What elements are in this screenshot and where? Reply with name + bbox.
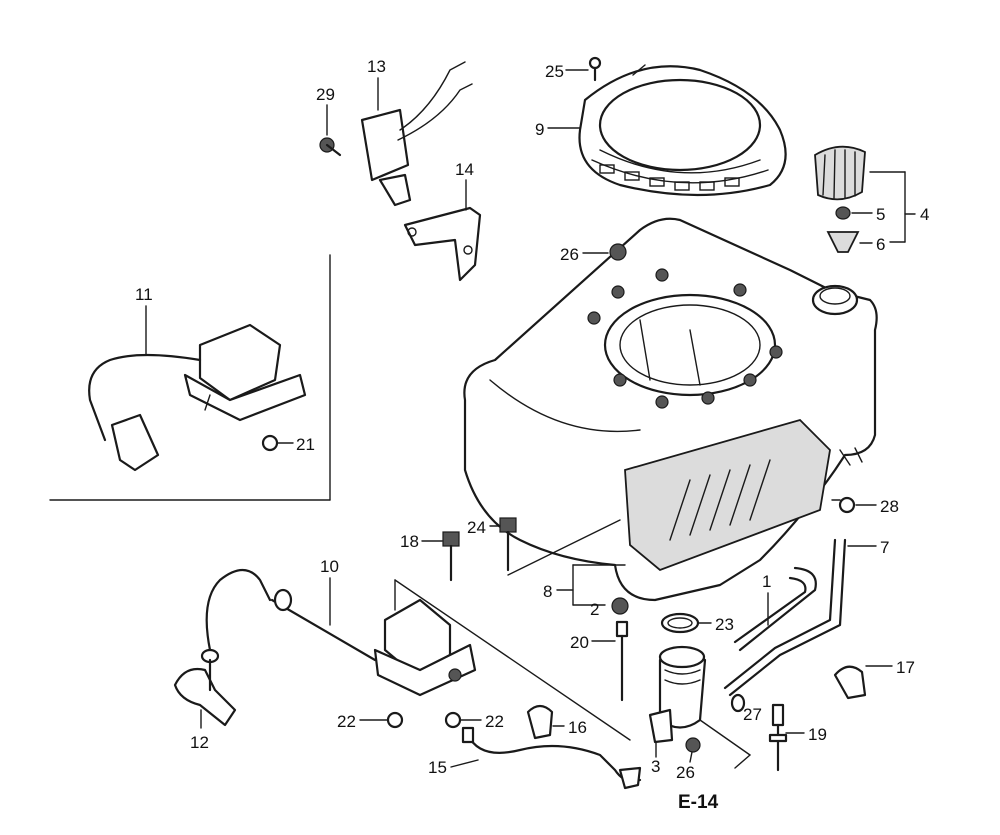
leader-lines xyxy=(394,499,841,769)
tube-1 xyxy=(733,566,817,652)
oring-23 xyxy=(660,612,700,634)
fuel-pipe-and-solenoid xyxy=(205,568,477,697)
fuel-cap-assembly xyxy=(814,145,866,253)
inset-frame xyxy=(49,254,331,501)
callout-1: 1 xyxy=(762,572,771,591)
callout-10: 10 xyxy=(320,557,339,576)
callout-28: 28 xyxy=(880,497,899,516)
callout-7: 7 xyxy=(880,538,889,557)
callout-19: 19 xyxy=(808,725,827,744)
bolt-18 xyxy=(442,531,460,582)
ignition-coil xyxy=(88,323,307,472)
callout-18: 18 xyxy=(400,532,419,551)
callout-15: 15 xyxy=(428,758,447,777)
fan-cover xyxy=(463,217,878,602)
fuel-filter xyxy=(648,645,707,744)
callout-9: 9 xyxy=(535,120,544,139)
nut-26-top xyxy=(609,243,627,261)
switch-bracket xyxy=(403,206,482,282)
callout-23: 23 xyxy=(715,615,734,634)
callout-11: 11 xyxy=(135,285,153,304)
callout-4: 4 xyxy=(920,205,929,224)
callout-22-left: 22 xyxy=(337,712,356,731)
clip-16 xyxy=(526,704,554,740)
callout-20: 20 xyxy=(570,633,589,652)
callout-26-top: 26 xyxy=(560,245,579,264)
callout-13: 13 xyxy=(367,57,386,76)
washer-21 xyxy=(261,434,279,452)
recoil-starter-cover xyxy=(578,64,787,197)
callout-8: 8 xyxy=(543,582,552,601)
bolt-24 xyxy=(499,517,517,572)
clamp-27 xyxy=(730,693,746,713)
tube-7 xyxy=(723,538,847,697)
clamp-17 xyxy=(833,665,867,700)
wire-harness xyxy=(461,726,642,790)
callout-12: 12 xyxy=(190,733,209,752)
callout-14: 14 xyxy=(455,160,474,179)
reference-label: E-14 xyxy=(678,792,719,813)
washer-22-left xyxy=(386,711,404,729)
callout-2: 2 xyxy=(590,600,599,619)
callout-21: 21 xyxy=(296,435,315,454)
callout-6: 6 xyxy=(876,235,885,254)
callout-5: 5 xyxy=(876,205,885,224)
screw-25 xyxy=(588,56,602,82)
callout-16: 16 xyxy=(568,718,587,737)
callout-22-right: 22 xyxy=(485,712,504,731)
callout-26-bottom: 26 xyxy=(676,763,695,782)
fitting-19 xyxy=(768,703,788,772)
screw-29 xyxy=(319,137,342,157)
nut-26-bottom xyxy=(685,737,701,753)
callout-3: 3 xyxy=(651,757,660,776)
fuel-elbow xyxy=(173,648,237,727)
ignition-switch xyxy=(360,61,473,207)
washer-22-right xyxy=(444,711,462,729)
callout-17: 17 xyxy=(896,658,915,677)
callout-24: 24 xyxy=(467,518,486,537)
callout-25: 25 xyxy=(545,62,564,81)
clamp-28 xyxy=(838,496,856,514)
callout-27: 27 xyxy=(743,705,762,724)
stud-20 xyxy=(615,620,629,702)
callouts: 25 9 13 29 14 4 5 6 26 11 21 28 xyxy=(135,57,929,782)
nut-2 xyxy=(611,597,629,615)
callout-29: 29 xyxy=(316,85,335,104)
